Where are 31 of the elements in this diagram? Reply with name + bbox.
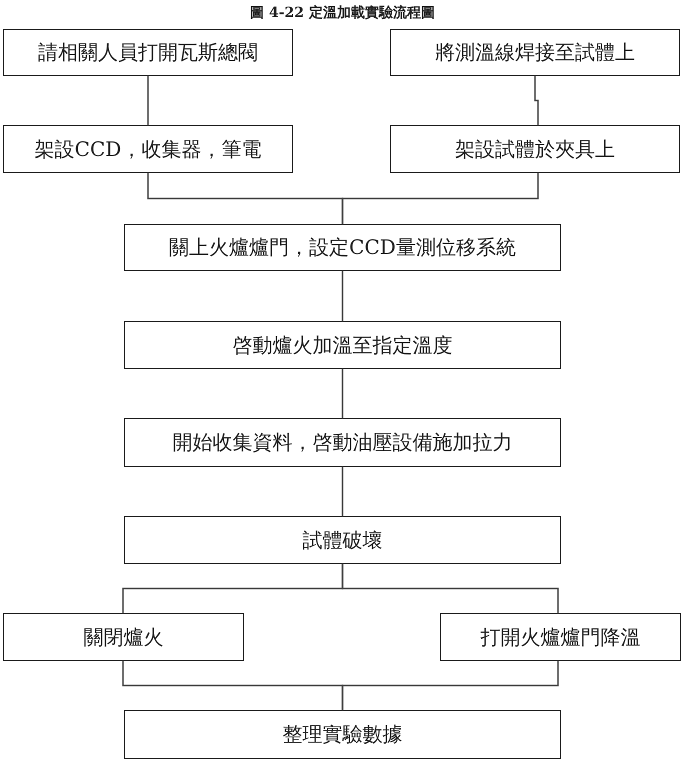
step-text: 啓動爐火加溫至指定溫度	[232, 332, 452, 358]
step-text: 開始收集資料，啓動油壓設備施加拉力	[172, 429, 512, 456]
step-text: 架設CCD，收集器，筆電	[34, 136, 262, 162]
connector-line	[342, 173, 539, 224]
process-box	[440, 613, 681, 661]
process-box	[3, 125, 293, 173]
step-text: 關上火爐爐門，設定CCD量測位移系統	[169, 234, 516, 261]
connector-line	[147, 76, 149, 125]
process-box	[3, 29, 293, 76]
connector-line	[534, 76, 539, 125]
step-text: 架設試體於夾具上	[455, 136, 615, 162]
process-box	[390, 29, 680, 76]
connector-line	[342, 271, 344, 321]
process-box	[124, 710, 561, 759]
step-text: 關閉爐火	[84, 624, 164, 650]
step-text: 打開火爐爐門降溫	[480, 624, 640, 650]
process-box	[124, 418, 561, 467]
step-text: 將測溫線焊接至試體上	[435, 39, 635, 66]
process-box	[124, 516, 561, 564]
connector-line	[342, 369, 344, 418]
connector-line	[342, 564, 559, 613]
process-box	[390, 125, 680, 173]
process-box	[3, 613, 244, 661]
step-text: 整理實驗數據	[282, 721, 402, 748]
process-box	[124, 321, 561, 369]
connector-line	[342, 661, 559, 710]
diagram-title: 圖 4-22 定溫加載實驗流程圖	[249, 4, 436, 22]
connector-line	[342, 467, 344, 516]
step-text: 請相關人員打開瓦斯總閥	[38, 39, 258, 66]
step-text: 試體破壞	[302, 526, 382, 554]
process-box	[124, 224, 561, 271]
